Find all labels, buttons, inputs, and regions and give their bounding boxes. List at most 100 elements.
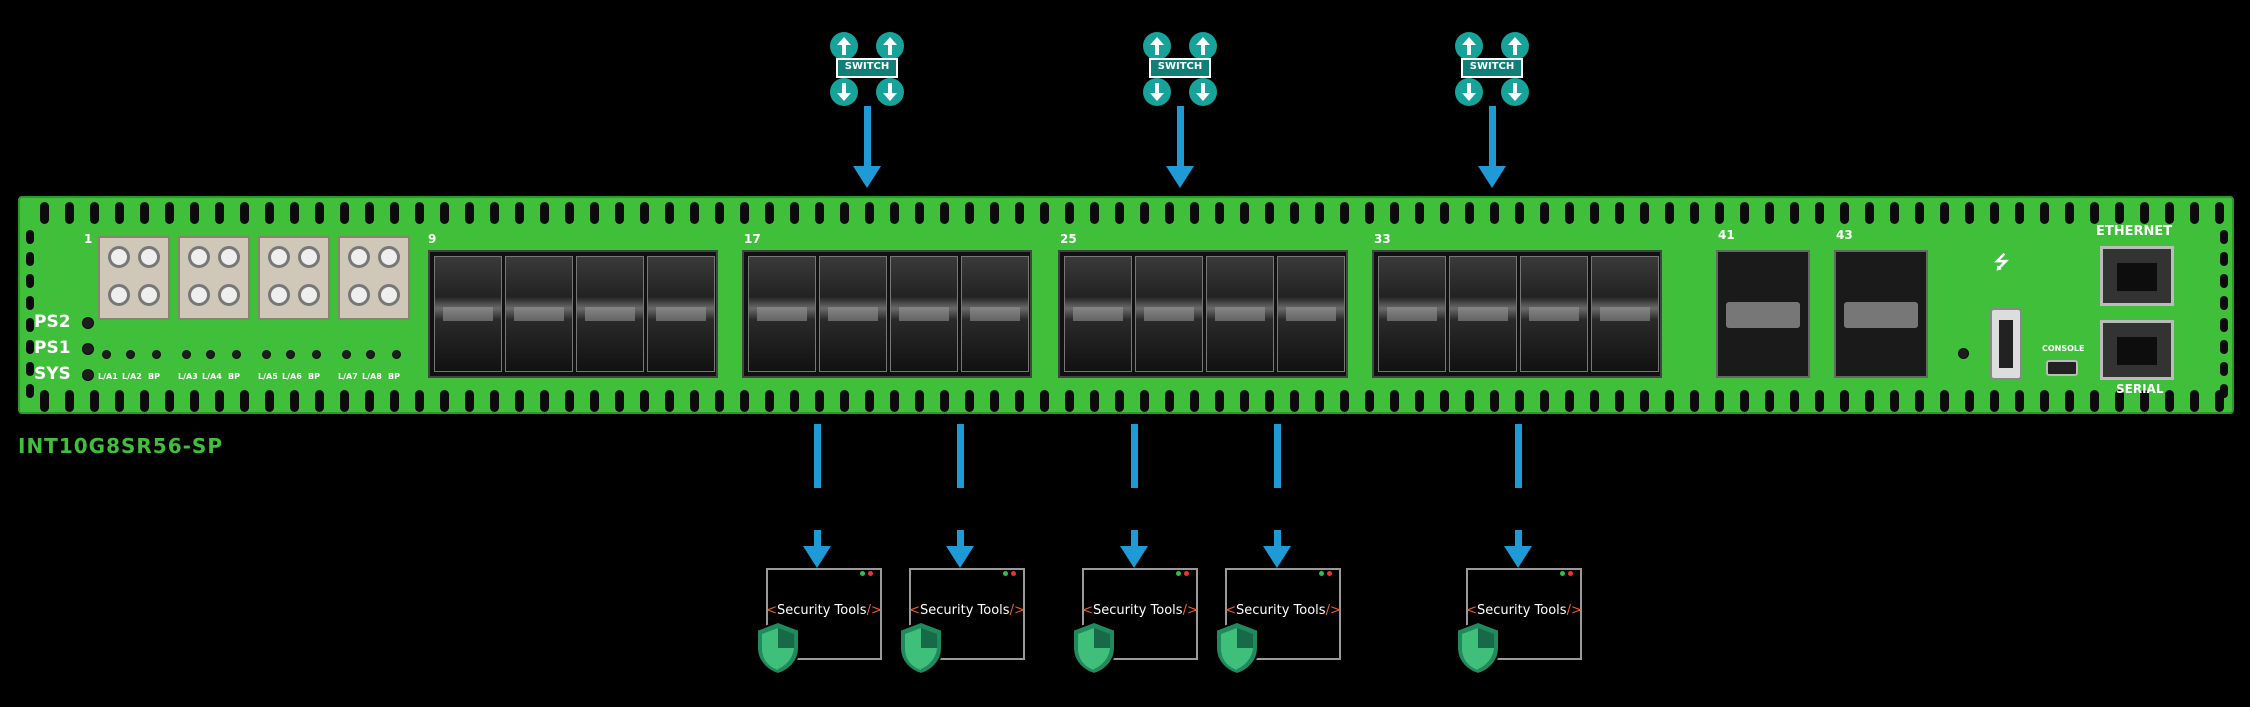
console-port[interactable] xyxy=(2046,360,2078,376)
vent-slot xyxy=(1515,390,1524,412)
qsfp-port-43[interactable] xyxy=(1834,250,1928,378)
vent-slot xyxy=(2090,390,2099,412)
port-number-43: 43 xyxy=(1836,228,1853,242)
switch-icon: SWITCH xyxy=(1143,32,1217,106)
sfp-latch xyxy=(1529,307,1579,321)
vent-slot xyxy=(26,274,34,288)
lc-port-pair-3[interactable] xyxy=(258,236,330,320)
sfp-port[interactable] xyxy=(1449,256,1517,372)
sfp-latch xyxy=(970,307,1020,321)
console-label: CONSOLE xyxy=(2042,344,2085,353)
code-bracket-open-icon: < xyxy=(909,603,920,618)
port-led xyxy=(206,350,215,359)
lc-port-hole xyxy=(188,246,210,268)
vent-slot xyxy=(1940,390,1949,412)
code-bracket-close-icon: /> xyxy=(1010,603,1025,618)
monitor-arrow-line xyxy=(1131,424,1138,488)
tool-label-text: Security Tools xyxy=(1093,603,1183,618)
vent-slot xyxy=(2140,202,2149,224)
vent-slot xyxy=(715,202,724,224)
vent-slot xyxy=(1015,390,1024,412)
sfp-port[interactable] xyxy=(819,256,887,372)
vent-slot xyxy=(2040,390,2049,412)
vent-slot xyxy=(765,390,774,412)
monitor-arrow-line xyxy=(1131,530,1138,546)
tool-label: <Security Tools/> xyxy=(909,603,1025,618)
ethernet-port[interactable] xyxy=(2100,246,2174,306)
lc-port-pair-4[interactable] xyxy=(338,236,410,320)
vent-slot xyxy=(940,202,949,224)
sfp-port[interactable] xyxy=(1378,256,1446,372)
traffic-arrow-line xyxy=(1489,106,1496,168)
port-led xyxy=(286,350,295,359)
vent-slot xyxy=(1215,202,1224,224)
vent-slot xyxy=(1515,202,1524,224)
vent-slot xyxy=(790,390,799,412)
vent-slot xyxy=(590,390,599,412)
window-dot xyxy=(1176,571,1181,576)
vent-slot xyxy=(1540,202,1549,224)
vent-slot xyxy=(1790,390,1799,412)
sfp-latch xyxy=(514,307,564,321)
sfp-port[interactable] xyxy=(1591,256,1659,372)
sfp-port[interactable] xyxy=(1135,256,1203,372)
vent-slot xyxy=(815,390,824,412)
sfp-port[interactable] xyxy=(647,256,715,372)
switch-arrow-icon xyxy=(876,32,904,60)
lc-port-hole xyxy=(268,246,290,268)
vent-slot xyxy=(26,230,34,244)
switch-arrow-icon xyxy=(876,78,904,106)
reset-pinhole xyxy=(1958,348,1969,359)
monitor-arrow-head xyxy=(1504,546,1532,568)
vent-slot xyxy=(540,202,549,224)
vent-slot xyxy=(1140,390,1149,412)
sfp-port[interactable] xyxy=(1206,256,1274,372)
sfp-port[interactable] xyxy=(961,256,1029,372)
port-number-1: 1 xyxy=(84,232,92,246)
lia-label: L/A3 xyxy=(178,372,198,381)
switch-arrow-icon xyxy=(830,32,858,60)
serial-port[interactable] xyxy=(2100,320,2174,380)
vent-slot xyxy=(1765,390,1774,412)
vent-slot xyxy=(665,202,674,224)
vent-slot xyxy=(1190,202,1199,224)
vent-slot xyxy=(2165,390,2174,412)
sfp-port[interactable] xyxy=(576,256,644,372)
code-bracket-open-icon: < xyxy=(1225,603,1236,618)
vent-slot xyxy=(2190,390,2199,412)
sfp-port[interactable] xyxy=(890,256,958,372)
led-label-sys: SYS xyxy=(34,364,71,384)
vent-slot xyxy=(1765,202,1774,224)
lia-label: L/A6 xyxy=(282,372,302,381)
vent-slot xyxy=(1965,202,1974,224)
vent-slot xyxy=(1615,202,1624,224)
monitor-arrow-line xyxy=(814,424,821,488)
vent-slot xyxy=(1365,390,1374,412)
sfp-port[interactable] xyxy=(748,256,816,372)
vent-slot xyxy=(390,202,399,224)
vent-slot xyxy=(115,202,124,224)
sfp-port[interactable] xyxy=(1520,256,1588,372)
vent-slot xyxy=(1340,202,1349,224)
led-label-ps2: PS2 xyxy=(34,312,71,332)
code-bracket-close-icon: /> xyxy=(1183,603,1198,618)
sfp-port[interactable] xyxy=(434,256,502,372)
vent-slot xyxy=(1415,390,1424,412)
vent-slot xyxy=(1165,202,1174,224)
shield-icon xyxy=(897,620,945,680)
sfp-port[interactable] xyxy=(1064,256,1132,372)
sfp-port[interactable] xyxy=(505,256,573,372)
switch-label-box: SWITCH xyxy=(1149,58,1211,78)
lc-port-hole xyxy=(378,246,400,268)
usb-port[interactable] xyxy=(1990,308,2022,380)
lc-port-pair-1[interactable] xyxy=(98,236,170,320)
vent-slot xyxy=(1915,390,1924,412)
sfp-port[interactable] xyxy=(1277,256,1345,372)
traffic-arrow-line xyxy=(864,106,871,168)
qsfp-port-41[interactable] xyxy=(1716,250,1810,378)
lc-port-pair-2[interactable] xyxy=(178,236,250,320)
port-number-17: 17 xyxy=(744,232,761,246)
code-bracket-close-icon: /> xyxy=(1567,603,1582,618)
vent-slot xyxy=(590,202,599,224)
sfp-latch xyxy=(1144,307,1194,321)
